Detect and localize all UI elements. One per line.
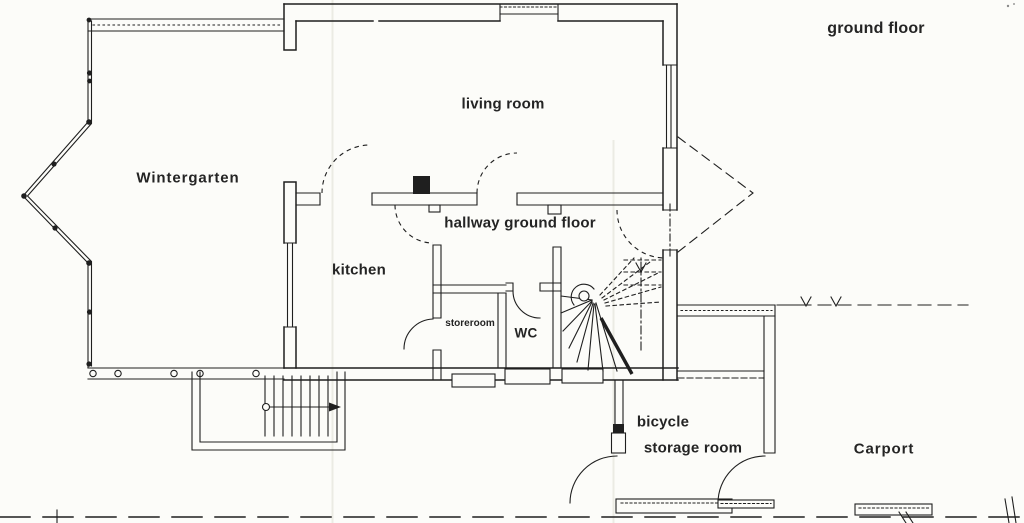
boundary-lines (0, 296, 1024, 523)
room-label-wintergarten: Wintergarten (136, 169, 240, 187)
bicycle-storage-walls (610, 304, 776, 454)
scan-artifacts (331, 0, 1015, 523)
room-label-kitchen: kitchen (332, 261, 386, 279)
room-label-storeroom: storeroom (445, 318, 495, 329)
room-label-hallway: hallway ground floor (444, 214, 596, 232)
exterior-stairs (191, 371, 346, 451)
interior-walls (295, 176, 664, 381)
door-arc-storeroom (403, 318, 434, 350)
room-label-carport: Carport (853, 440, 915, 458)
room-label-wc: WC (514, 325, 538, 341)
house-outer-walls (283, 3, 679, 388)
room-label-bicycle-line2: storage room (643, 439, 743, 457)
carport-kerb (854, 503, 933, 516)
door-arc-kitchen-living (321, 144, 371, 194)
spiral-staircase (560, 257, 662, 375)
bicycle-door-leaf (610, 432, 627, 454)
door-swings (321, 144, 766, 504)
stair-walk-arrow (635, 262, 647, 274)
entrance-canopy-outline (677, 136, 754, 253)
wintergarten-walls (21, 17, 285, 380)
door-arc-wc (512, 290, 541, 319)
kerbs (615, 498, 933, 516)
stair-direction-arrow (329, 402, 341, 412)
floor-title: ground floor (827, 20, 925, 37)
door-arc-entrance (616, 209, 666, 259)
chimney-block (413, 176, 430, 194)
door-arc-bicycle-right (717, 455, 766, 504)
room-label-living-room: living room (461, 95, 545, 113)
door-arc-hall-kitchen (394, 204, 434, 244)
door-arc-bicycle-left (569, 455, 618, 504)
wintergarten-mullions (21, 17, 260, 378)
room-label-bicycle-line1: bicycle (636, 413, 690, 431)
door-arc-hall-living (476, 152, 518, 194)
